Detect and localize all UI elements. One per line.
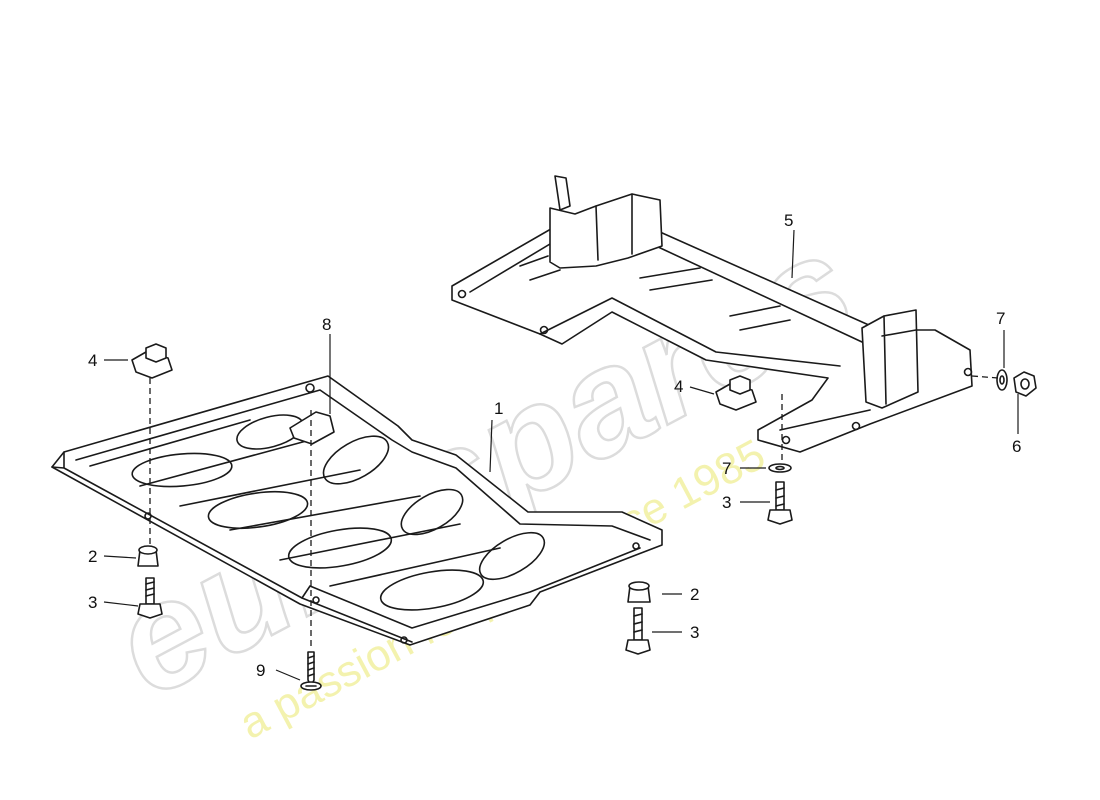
callout-9: 9 (256, 661, 265, 680)
bolt-left (137, 577, 163, 619)
washer-rear (768, 463, 792, 473)
callout-4-left: 4 (88, 351, 97, 370)
callout-8: 8 (322, 315, 331, 334)
bolt-rear (767, 481, 793, 525)
hex-nut (1013, 371, 1037, 397)
washer-side (996, 369, 1008, 391)
assembly-lines (149, 375, 999, 650)
self-tapping-screw (300, 651, 322, 691)
callout-2-right: 2 (690, 585, 699, 604)
leader-lines (103, 229, 1019, 681)
callout-3-rear: 3 (722, 493, 731, 512)
grommet-right (627, 581, 651, 603)
callout-7-rear: 7 (722, 459, 731, 478)
callouts: 1 2 2 3 3 3 4 4 5 6 7 7 8 9 (88, 211, 1021, 680)
grommet-left (137, 545, 159, 567)
underbody-panel-rear (451, 175, 973, 453)
callout-1: 1 (494, 399, 503, 418)
clip-nut-right (715, 375, 757, 411)
callout-2-left: 2 (88, 547, 97, 566)
callout-5: 5 (784, 211, 793, 230)
spring-clip (289, 411, 335, 445)
underbody-panel-front (51, 375, 663, 646)
callout-7-side: 7 (996, 309, 1005, 328)
clip-nut-left (131, 343, 173, 379)
callout-6: 6 (1012, 437, 1021, 456)
callout-4-right: 4 (674, 377, 683, 396)
bolt-right (625, 607, 651, 655)
callout-3-right: 3 (690, 623, 699, 642)
callout-3-left: 3 (88, 593, 97, 612)
